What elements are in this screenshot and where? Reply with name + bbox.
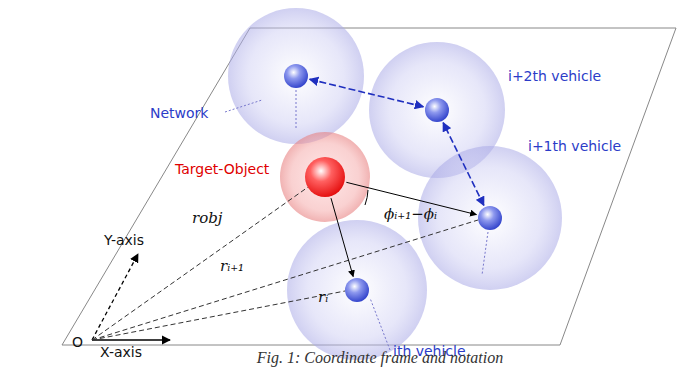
- vehicle-node: i+1th vehicle: [478, 206, 502, 230]
- vehicle-node: Network: [284, 64, 308, 88]
- node-label: Network: [150, 105, 208, 121]
- vehicle-node: ith vehicle: [345, 278, 369, 302]
- node-label: i+1th vehicle: [528, 138, 621, 154]
- annotation-label: rᵢ₊₁: [220, 258, 244, 274]
- network-link: [443, 123, 484, 206]
- annotation-label: X-axis: [100, 344, 142, 360]
- target-object: Target-Object: [305, 157, 345, 197]
- x-axis: [92, 339, 170, 340]
- target-sphere: [280, 132, 370, 222]
- relative-vector: [331, 198, 353, 276]
- leader-line: [482, 232, 488, 275]
- network-link: [310, 79, 424, 106]
- position-vector: [92, 220, 478, 340]
- annotation-label: O: [72, 334, 83, 350]
- range-sphere: [287, 220, 427, 360]
- annotation-label: ϕᵢ₊₁−ϕᵢ: [384, 206, 437, 222]
- range-sphere: [418, 146, 562, 290]
- vehicle-node: i+2th vehicle: [425, 98, 449, 122]
- node-label: i+2th vehicle: [508, 68, 601, 84]
- annotation-label: robj: [192, 210, 222, 226]
- annotation-label: Y-axis: [104, 232, 144, 248]
- position-vector: [92, 291, 345, 340]
- node-label: Target-Object: [175, 161, 269, 177]
- leader-line: [296, 90, 297, 128]
- y-axis: [92, 254, 138, 340]
- angle-arc: [365, 190, 368, 205]
- leader-line: [370, 298, 390, 350]
- annotation-label: rᵢ: [318, 289, 328, 305]
- figure-caption: Fig. 1: Coordinate frame and notation: [257, 349, 504, 367]
- position-vector: [92, 180, 318, 340]
- leader-line: [225, 100, 262, 112]
- range-sphere: [228, 8, 364, 144]
